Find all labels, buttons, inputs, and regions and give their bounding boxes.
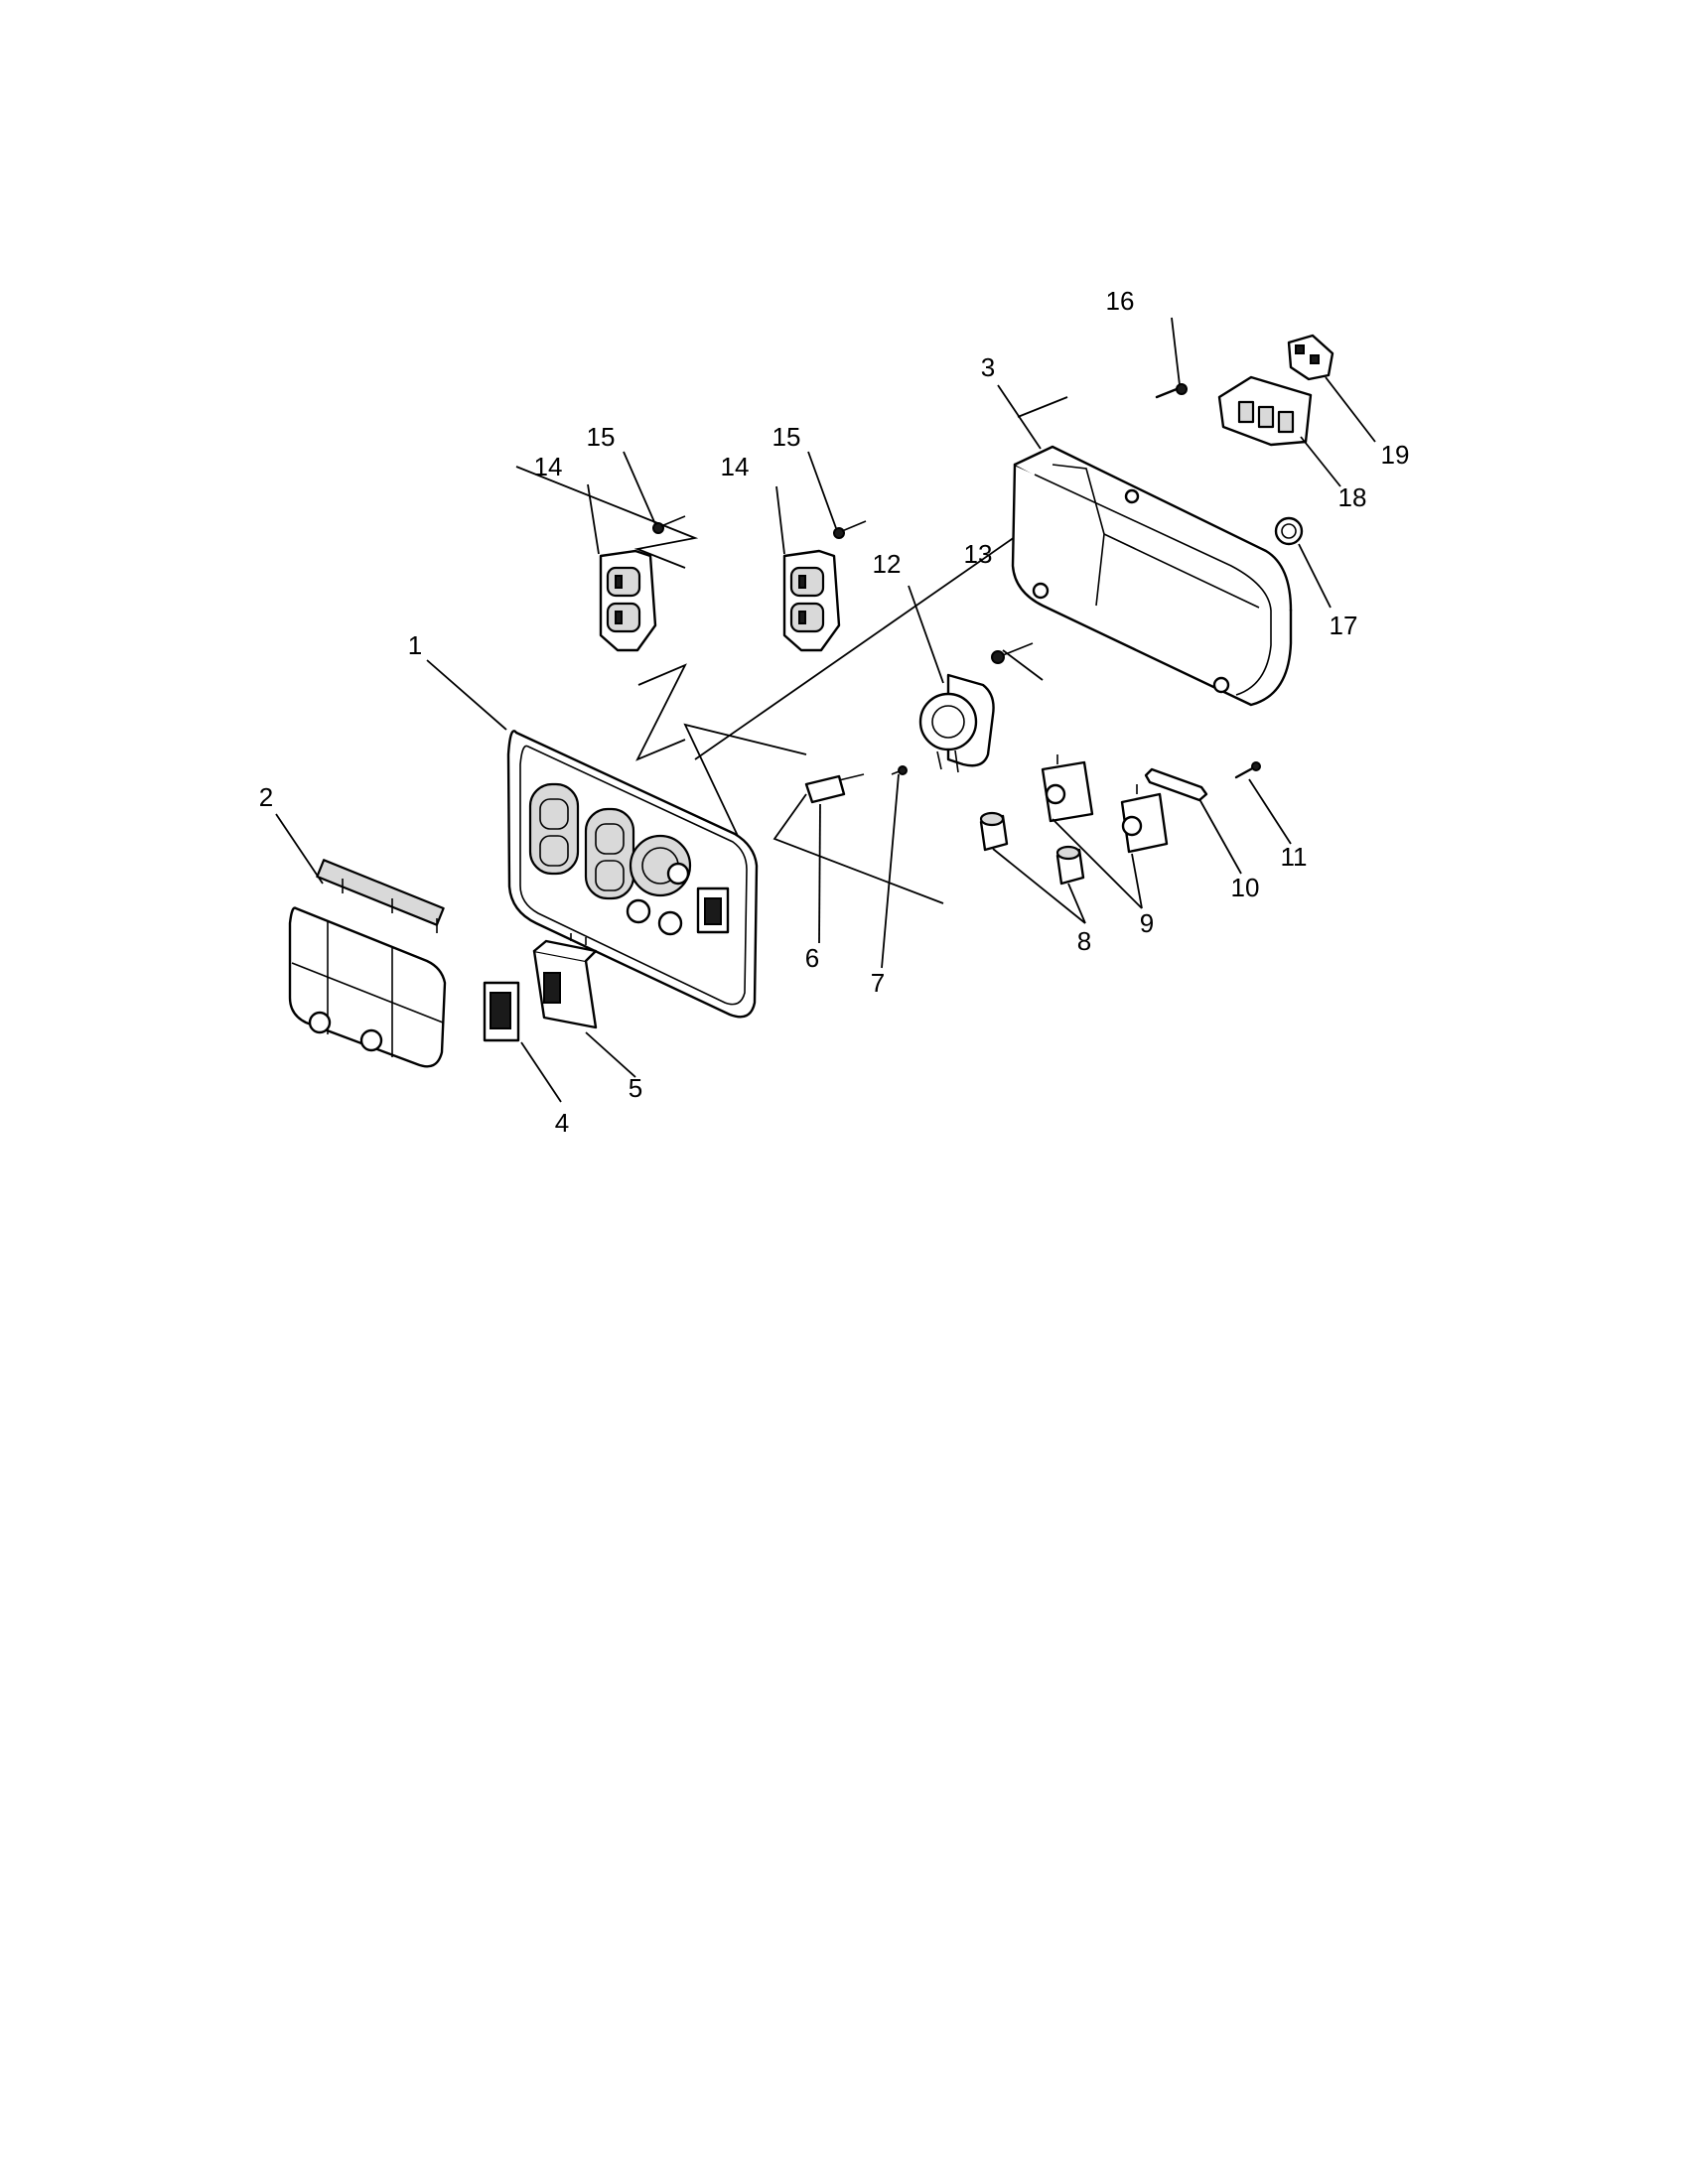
part-screw-7	[891, 765, 908, 775]
callout-5: 5	[629, 1073, 642, 1103]
callout-15a: 15	[587, 422, 616, 452]
callout-15b: 15	[772, 422, 801, 452]
callout-7: 7	[871, 968, 885, 998]
callout-6: 6	[805, 943, 819, 973]
callout-9: 9	[1140, 908, 1154, 938]
callout-2: 2	[259, 782, 273, 812]
part-grommet-17	[1274, 516, 1304, 546]
callout-3: 3	[981, 352, 995, 382]
part-screw-11	[1234, 761, 1261, 779]
leader-lines	[275, 317, 1376, 1103]
part-nuts-15	[652, 515, 867, 539]
callout-14b: 14	[721, 452, 750, 481]
assembly-lines	[515, 396, 1068, 904]
callout-12: 12	[873, 549, 902, 579]
callout-14a: 14	[534, 452, 563, 481]
callout-13: 13	[964, 539, 993, 569]
callout-17: 17	[1330, 611, 1358, 640]
part-breaker-buttons-8	[979, 811, 1085, 886]
part-nut-13	[991, 642, 1034, 664]
part-rocker-switch	[532, 933, 598, 1029]
part-pilot-lamp	[804, 773, 865, 804]
callout-11: 11	[1281, 842, 1308, 872]
part-terminal-block-18	[1217, 375, 1313, 447]
part-rocker-switch-small	[483, 981, 520, 1042]
part-outlet-cover	[288, 859, 447, 1068]
callout-numbers: 1 2 3 4 5 6 7 8 9 10 11 12 13 14 14 15 1…	[259, 286, 1410, 1138]
part-twist-lock-receptacle	[918, 673, 995, 773]
part-bracket-19	[1287, 334, 1334, 381]
part-circuit-breakers-9	[1041, 754, 1169, 854]
part-rear-housing	[1011, 445, 1293, 707]
part-screw-16	[1155, 383, 1188, 399]
callout-18: 18	[1338, 482, 1367, 512]
part-duplex-outlet-right	[782, 549, 841, 652]
callout-10: 10	[1231, 873, 1260, 902]
callout-16: 16	[1106, 286, 1135, 316]
callout-4: 4	[555, 1108, 569, 1138]
callout-1: 1	[408, 630, 422, 660]
part-duplex-outlet-left	[599, 549, 657, 652]
callout-8: 8	[1077, 926, 1091, 956]
callout-19: 19	[1381, 440, 1410, 470]
part-control-panel	[506, 730, 759, 1019]
